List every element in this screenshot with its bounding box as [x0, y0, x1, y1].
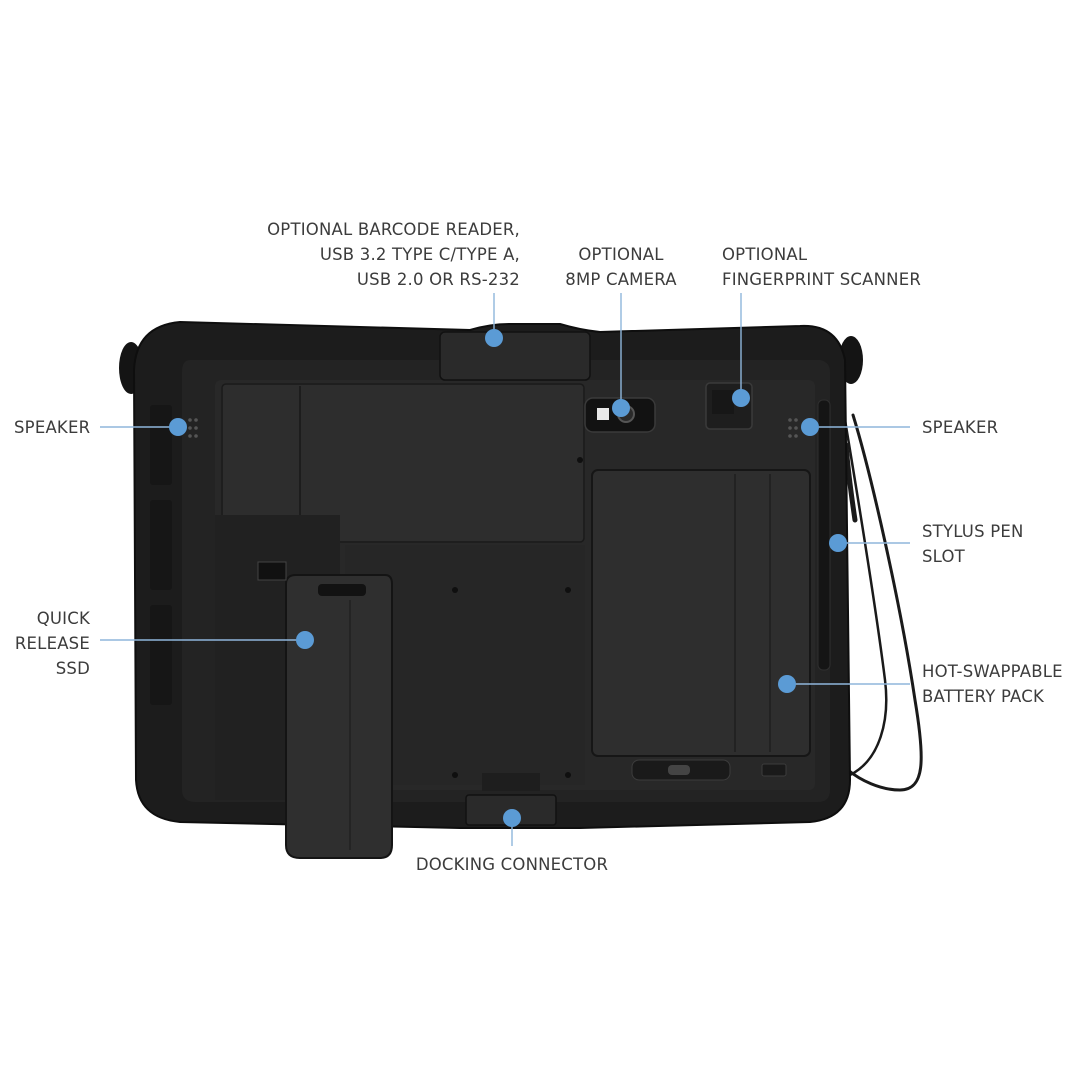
dot-speaker-right [801, 418, 819, 436]
label-line: STYLUS PEN [922, 522, 1024, 541]
label-line: OPTIONAL [722, 245, 808, 264]
dot-stylus [829, 534, 847, 552]
label-docking-connector: DOCKING CONNECTOR [402, 852, 622, 877]
label-quick-release-ssd: QUICK RELEASE SSD [15, 606, 90, 681]
label-line: QUICK [36, 609, 90, 628]
label-battery-pack: HOT-SWAPPABLE BATTERY PACK [922, 659, 1063, 709]
label-fingerprint-scanner: OPTIONAL FINGERPRINT SCANNER [722, 242, 921, 292]
label-speaker-left: SPEAKER [14, 415, 90, 440]
label-line: USB 2.0 OR RS-232 [356, 270, 520, 289]
hand-strap [843, 413, 923, 792]
leader-lines [100, 293, 910, 846]
label-line: 8MP CAMERA [565, 270, 677, 289]
label-line: SPEAKER [14, 418, 91, 437]
label-line: SLOT [922, 547, 965, 566]
label-line: RELEASE [14, 634, 90, 653]
label-barcode-reader: OPTIONAL BARCODE READER, USB 3.2 TYPE C/… [267, 217, 520, 292]
label-line: FINGERPRINT SCANNER [722, 270, 921, 289]
label-line: DOCKING CONNECTOR [415, 855, 609, 874]
dot-camera [612, 399, 630, 417]
dot-docking [503, 809, 521, 827]
dot-speaker-left [169, 418, 187, 436]
callout-dots [169, 329, 847, 827]
ssd-module [215, 515, 393, 859]
label-line: BATTERY PACK [922, 687, 1044, 706]
label-speaker-right: SPEAKER [922, 415, 998, 440]
dot-barcode [485, 329, 503, 347]
label-stylus-pen-slot: STYLUS PEN SLOT [922, 519, 1024, 569]
label-line: SPEAKER [922, 418, 999, 437]
label-line: OPTIONAL BARCODE READER, [267, 220, 520, 239]
label-camera: OPTIONAL 8MP CAMERA [540, 242, 702, 292]
dot-battery [778, 675, 796, 693]
dot-ssd [296, 631, 314, 649]
dot-fingerprint [732, 389, 750, 407]
tablet-shell [132, 320, 852, 859]
label-line: SSD [55, 659, 90, 678]
label-line: HOT-SWAPPABLE [922, 662, 1063, 681]
label-line: USB 3.2 TYPE C/TYPE A, [319, 245, 520, 264]
label-line: OPTIONAL [578, 245, 664, 264]
